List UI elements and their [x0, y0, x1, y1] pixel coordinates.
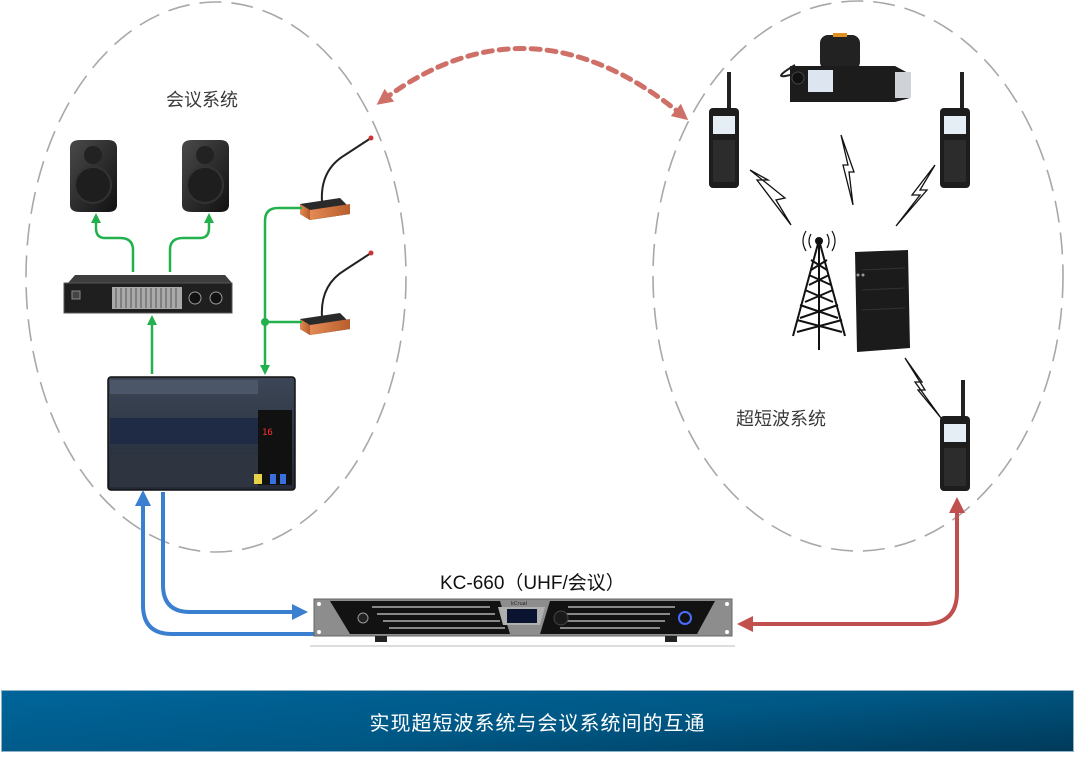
- radio-tower-icon: [792, 230, 846, 350]
- vhf-system-boundary: [652, 0, 1064, 552]
- mixer-to-gateway-link: [161, 492, 308, 620]
- amp-to-speaker-right-link: [168, 213, 214, 272]
- conference-system-label: 会议系统: [166, 90, 238, 111]
- conference-system-boundary: [25, 1, 407, 553]
- diagram-title: 实现超短波系统与会议系统间的互通: [369, 710, 706, 735]
- kc660-gateway: kCrual: [313, 598, 733, 642]
- junction-dot: [261, 318, 269, 326]
- gateway-device-label: KC-660（UHF/会议）: [440, 573, 625, 594]
- handheld-radio-left: [709, 72, 739, 188]
- mics-to-mixer-link: [260, 206, 302, 375]
- speaker-right: [182, 140, 229, 212]
- interconnect-arrow: [376, 46, 689, 121]
- vhf-system-label: 超短波系统: [736, 409, 826, 430]
- signal-bolt-top: [840, 134, 855, 206]
- power-amplifier: [63, 275, 233, 314]
- speaker-left: [70, 140, 117, 212]
- signal-bolt-right: [895, 164, 936, 227]
- audio-mixer: 16: [107, 376, 296, 491]
- handheld-radio-bottom: [940, 380, 970, 491]
- gooseneck-mic-2: [300, 250, 374, 335]
- gooseneck-mic-1: [300, 135, 374, 220]
- wireless-signal-links: [749, 134, 942, 419]
- gateway-brand: kCrual: [511, 601, 527, 607]
- gateway-radio-link: [737, 497, 965, 632]
- gateway-to-mixer-link: [135, 490, 314, 636]
- signal-bolt-left: [749, 169, 792, 226]
- handheld-radio-right: [940, 72, 970, 188]
- title-banner: 实现超短波系统与会议系统间的互通: [1, 690, 1074, 752]
- power-button: [678, 611, 692, 625]
- mobile-radio: [780, 33, 911, 102]
- mixer-display: 16: [262, 428, 273, 438]
- amp-to-speaker-left-link: [91, 213, 135, 272]
- signal-bolt-bottom: [904, 357, 942, 419]
- repeater-cabinet: [855, 250, 910, 352]
